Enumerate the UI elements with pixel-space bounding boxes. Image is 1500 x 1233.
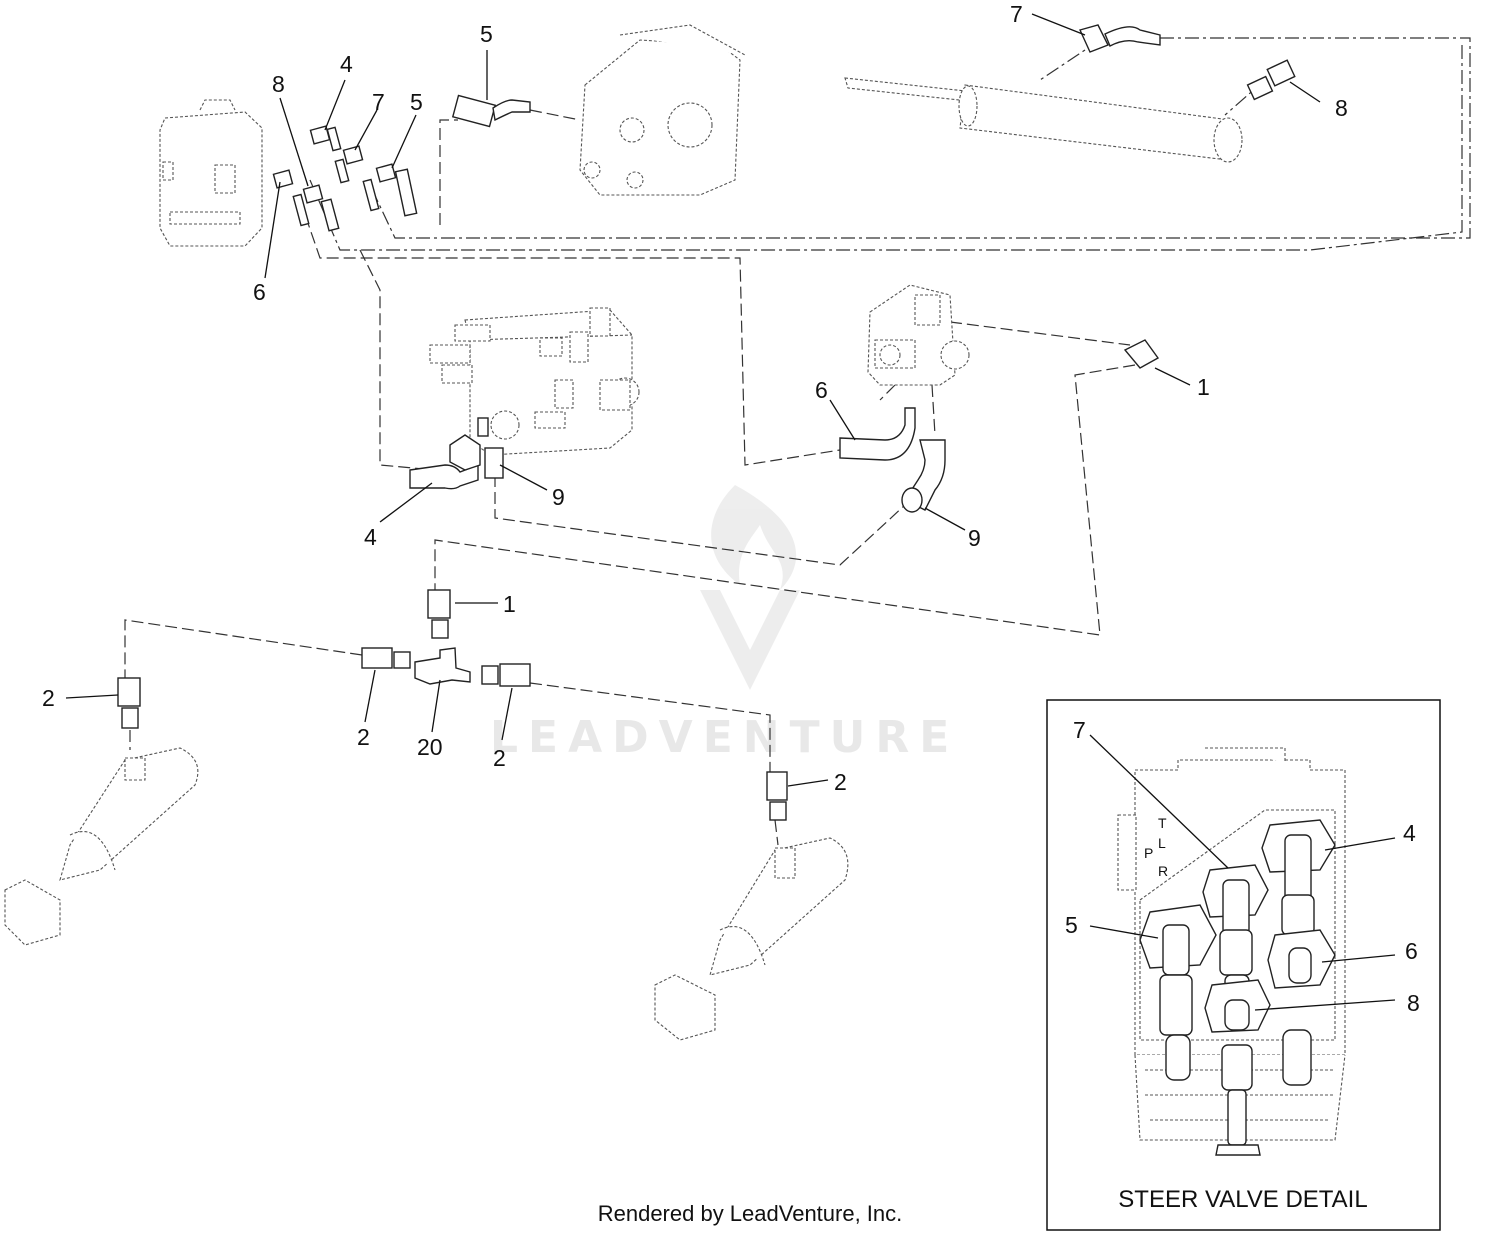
port-label-p: P [1144,845,1153,861]
flow-divider-valve [839,284,1160,513]
callout-6-mid: 6 [815,377,828,403]
callout-9-right: 9 [968,525,981,551]
detail-callout-4: 4 [1403,820,1416,846]
detail-callout-7: 7 [1073,717,1086,743]
steering-cylinder-left [4,677,199,946]
detail-fitting-8 [1204,979,1271,1156]
control-valve-fittings [409,417,504,490]
control-valve-block [429,307,640,456]
detail-callout-8: 8 [1407,990,1420,1016]
hydraulic-pump [451,24,746,196]
port-label-r: R [1158,863,1168,879]
callout-4-mid: 4 [364,524,377,550]
callout-2-left: 2 [42,685,55,711]
callout-7-top: 7 [1010,1,1023,27]
watermark: LEADVENTURE [490,485,959,763]
detail-callout-5: 5 [1065,912,1078,938]
callout-2-right: 2 [834,769,847,795]
callout-20-tee: 20 [417,734,443,760]
callout-6-steer: 6 [253,279,266,305]
detail-fitting-4 [1261,819,1336,1086]
port-label-l: L [1158,835,1166,851]
callout-1-tee: 1 [503,591,516,617]
callout-2-tee-right: 2 [493,745,506,771]
lift-cylinder [844,24,1296,163]
callout-5-steer: 5 [410,89,423,115]
detail-fitting-6 [1267,929,1336,989]
port-label-t: T [1158,815,1167,831]
steer-valve-detail-inset: T L P R [1046,699,1441,1231]
detail-callout-6: 6 [1405,938,1418,964]
callout-4-steer: 4 [340,51,353,77]
callout-7-steer: 7 [372,89,385,115]
detail-fitting-5 [1139,904,1217,1081]
callout-8-top: 8 [1335,95,1348,121]
callout-1-valve: 1 [1197,374,1210,400]
callout-8-steer: 8 [272,71,285,97]
steer-valve [159,99,263,247]
callout-5-top: 5 [480,21,493,47]
render-credit: Rendered by LeadVenture, Inc. [598,1201,903,1226]
steering-cylinder-right [654,771,849,1041]
tee-fitting-assembly [361,589,531,687]
steer-valve-fittings [272,125,418,232]
callout-2-tee-left: 2 [357,724,370,750]
watermark-text: LEADVENTURE [490,712,959,763]
detail-title: STEER VALVE DETAIL [1118,1186,1367,1213]
callout-9-left: 9 [552,484,565,510]
callout-labels: 7 8 5 4 8 7 5 6 1 6 9 9 4 1 2 2 20 2 2 [42,1,1348,795]
callout-leaders [65,13,1321,787]
